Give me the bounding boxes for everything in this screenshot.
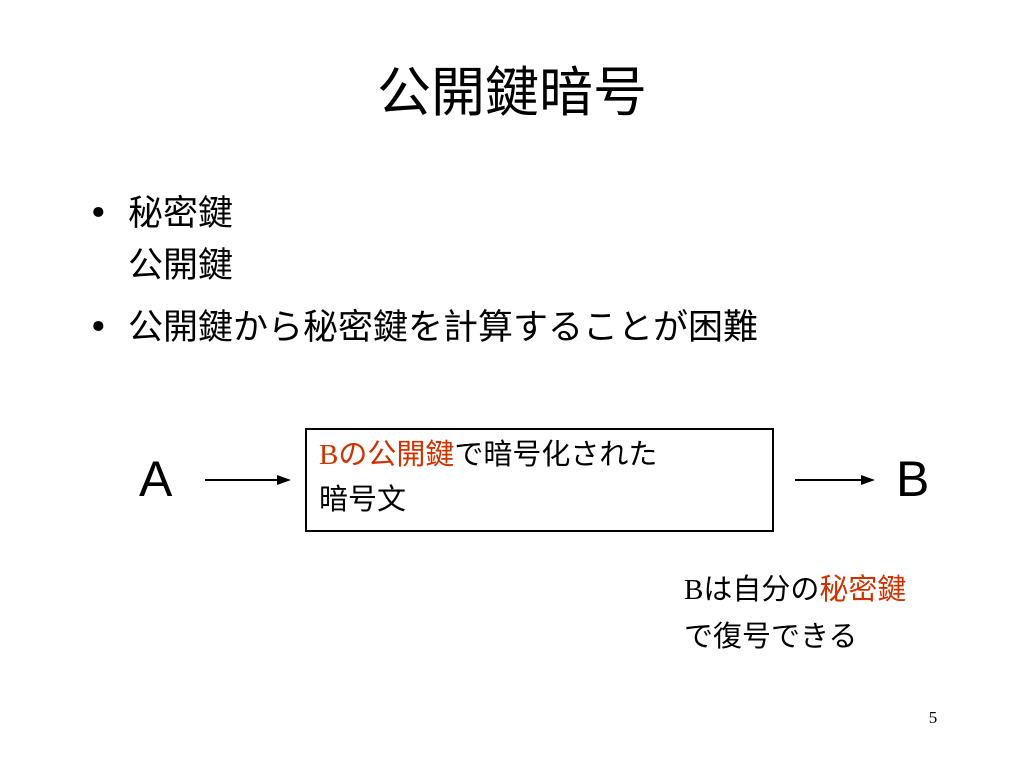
note-secret-key-highlight: 秘密鍵 (819, 572, 907, 606)
ciphertext-b-letter: B (319, 439, 339, 471)
ciphertext-line-1: Bの公開鍵で暗号化された (319, 432, 762, 477)
receiver-label: B (896, 451, 930, 507)
bullet-text-secret-key: 秘密鍵 (128, 194, 234, 234)
ciphertext-public-key-highlight: の公開鍵 (338, 437, 455, 471)
right-arrow-icon (205, 475, 291, 485)
bullet-item: • 秘密鍵 公開鍵 (88, 188, 758, 292)
bullet-dot-icon: • (88, 308, 109, 348)
note-line-1-mid: は自分の (703, 572, 820, 606)
note-line-2: で復号できる (684, 619, 858, 653)
ciphertext-line-2: 暗号文 (319, 482, 407, 516)
sender-label: A (139, 451, 173, 507)
right-arrow-icon (795, 475, 875, 485)
note-line-1: Bは自分の秘密鍵 (684, 566, 906, 613)
ciphertext-line-1-rest: で暗号化された (454, 437, 658, 471)
page-number: 5 (928, 708, 938, 727)
bullet-item: • 公開鍵から秘密鍵を計算することが困難 (88, 302, 758, 354)
ciphertext-box: Bの公開鍵で暗号化された 暗号文 (305, 428, 774, 532)
bullet-dot-icon: • (88, 194, 109, 234)
slide-title: 公開鍵暗号 (377, 61, 647, 124)
bullet-text-public-key: 公開鍵 (128, 246, 234, 286)
decryption-note: Bは自分の秘密鍵 で復号できる (684, 566, 906, 659)
bullet-list: • 秘密鍵 公開鍵 • 公開鍵から秘密鍵を計算することが困難 (88, 188, 758, 354)
bullet-text-difficulty: 公開鍵から秘密鍵を計算することが困難 (128, 308, 759, 348)
note-b-letter: B (684, 574, 704, 606)
